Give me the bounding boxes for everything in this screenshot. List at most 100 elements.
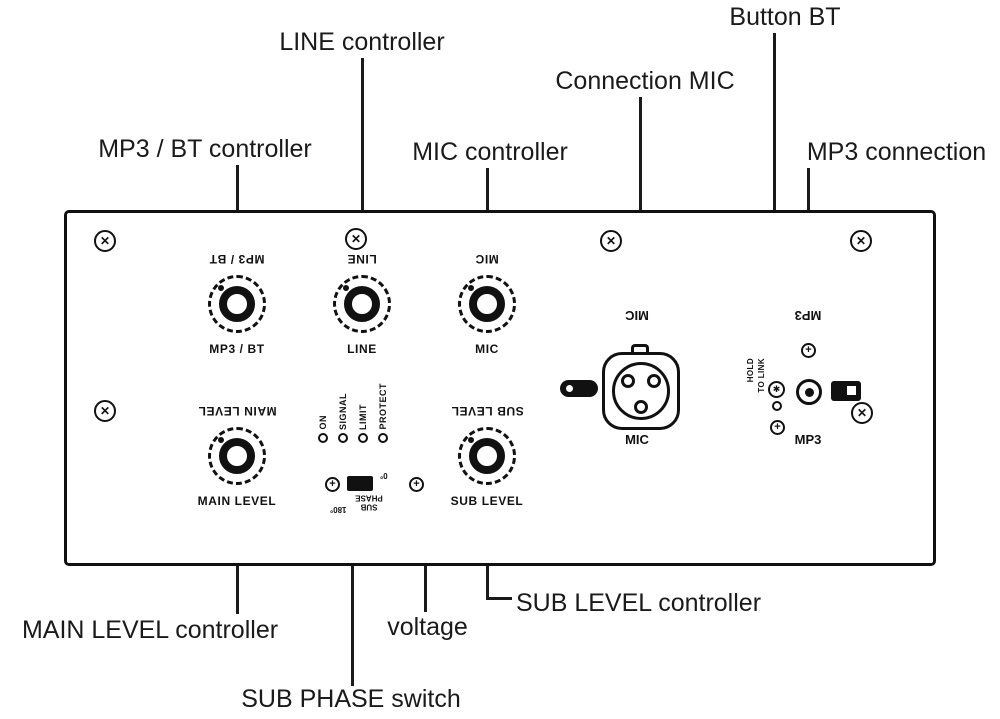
screw-icon: + [325, 477, 340, 492]
screw-icon: ✕ [850, 230, 872, 252]
sub-level-knob-label: SUB LEVEL [450, 494, 524, 508]
mic-connector-label-rotated: MIC [625, 308, 649, 323]
mp3-connection-group: MP3 + HOLD TO LINK ✱ + MP3 [740, 300, 875, 450]
mp3-section-label-rotated: MP3 [794, 308, 822, 323]
xlr-pin-hole [647, 374, 661, 388]
screw-icon: ✕ [600, 230, 622, 252]
mp3-bt-knob-label: MP3 / BT [209, 342, 265, 356]
led-signal: SIGNAL [338, 393, 348, 443]
callout-mp3-connection: MP3 connection [806, 138, 987, 166]
mic-connector-label: MIC [625, 432, 649, 447]
led-protect: PROTECT [378, 383, 388, 443]
knob-pointer-dot [468, 437, 474, 443]
callout-sub-level-controller: SUB LEVEL controller [516, 589, 762, 617]
leader-line-sub-level-h [486, 597, 512, 600]
leader-line-sub-phase [351, 525, 354, 686]
screw-plus-glyph: + [805, 344, 812, 356]
led-indicator-icon [338, 432, 348, 443]
screw-icon: ✕ [851, 402, 873, 424]
mp3-bt-knob-group: MP3 / BT MP3 / BT [177, 252, 297, 356]
knob-core [344, 286, 380, 322]
screw-icon: + [770, 420, 785, 435]
xlr-latch-tab [631, 344, 649, 354]
xlr-pin-hole [621, 374, 635, 388]
line-knob-label: LINE [347, 342, 377, 356]
mp3-bt-knob [208, 275, 266, 333]
mp3-bt-knob-label-rotated: MP3 / BT [209, 252, 265, 266]
usb-port-tongue [847, 386, 856, 395]
screw-plus-glyph: + [774, 421, 781, 433]
main-level-knob [208, 427, 266, 485]
led-indicator-icon [358, 432, 368, 443]
callout-sub-phase-switch: SUB PHASE switch [241, 685, 461, 713]
sub-phase-0deg-label: 0° [380, 471, 388, 481]
callout-connection-mic: Connection MIC [555, 67, 735, 95]
amp-panel-plate [64, 210, 936, 566]
led-on: ON [318, 415, 328, 443]
mic-knob [458, 275, 516, 333]
mic-connector-group: MIC MIC [555, 300, 735, 450]
knob-pointer-dot [218, 437, 224, 443]
screw-x-glyph: ✕ [856, 406, 868, 420]
screw-x-glyph: ✕ [99, 404, 111, 418]
screw-x-glyph: ✕ [350, 232, 362, 246]
mic-knob-label-rotated: MIC [475, 252, 499, 266]
sub-phase-label-line1: SUB [360, 502, 378, 512]
sub-phase-group: + 0° SUB PHASE 180° + [322, 468, 427, 523]
mp3-section-label: MP3 [794, 432, 822, 447]
mp3-aux-jack [796, 379, 822, 405]
sub-phase-180deg-label: 180° [330, 505, 347, 515]
callout-main-level-controller: MAIN LEVEL controller [21, 616, 279, 644]
sub-phase-label-line2: PHASE [355, 493, 383, 503]
to-link-label: TO LINK [757, 358, 766, 393]
led-indicator-icon [378, 432, 388, 443]
mic-knob-group: MIC MIC [427, 252, 547, 356]
callout-voltage: voltage [387, 613, 468, 641]
main-level-knob-label-rotated: MAIN LEVEL [197, 404, 277, 418]
callout-mic-controller: MIC controller [412, 138, 568, 166]
bt-status-led-icon [772, 401, 782, 411]
knob-core [469, 438, 505, 474]
hold-label: HOLD [746, 358, 755, 383]
led-indicator-icon [318, 432, 328, 443]
screw-plus-glyph: + [329, 478, 336, 490]
knob-pointer-dot [218, 285, 224, 291]
knob-pointer-dot [468, 285, 474, 291]
sub-level-knob-label-rotated: SUB LEVEL [450, 404, 524, 418]
screw-icon: + [801, 343, 816, 358]
callout-button-bt: Button BT [729, 3, 841, 31]
line-knob-group: LINE LINE [302, 252, 422, 356]
sub-level-knob [458, 427, 516, 485]
led-limit: LIMIT [358, 404, 368, 443]
main-level-knob-group: MAIN LEVEL MAIN LEVEL [177, 404, 297, 508]
xlr-pin-hole [634, 400, 648, 414]
usb-port [831, 381, 861, 401]
hold-to-link-label: HOLD TO LINK [746, 358, 766, 393]
sub-phase-slide-switch [347, 476, 373, 491]
knob-core [219, 286, 255, 322]
screw-icon: + [409, 477, 424, 492]
screw-icon: ✕ [94, 400, 116, 422]
leader-line-main-level [236, 520, 239, 614]
xlr-connector-face [612, 362, 670, 420]
bt-button: ✱ [768, 381, 785, 398]
bt-button-glyph: ✱ [772, 384, 781, 394]
main-level-knob-label: MAIN LEVEL [197, 494, 277, 508]
led-signal-label: SIGNAL [338, 392, 348, 430]
jack-hole-icon [804, 387, 814, 397]
led-limit-label: LIMIT [358, 403, 368, 430]
led-protect-label: PROTECT [378, 383, 388, 430]
xlr-latch-dot [566, 385, 573, 392]
screw-icon: ✕ [94, 230, 116, 252]
callout-line-controller: LINE controller [279, 28, 445, 56]
sub-phase-label: SUB PHASE [348, 493, 390, 511]
mic-knob-label: MIC [475, 342, 499, 356]
leader-line-button-bt [773, 33, 776, 381]
line-knob-label-rotated: LINE [347, 252, 377, 266]
screw-x-glyph: ✕ [99, 234, 111, 248]
xlr-latch-button [560, 380, 598, 397]
xlr-connector-body [602, 352, 680, 430]
screw-x-glyph: ✕ [855, 234, 867, 248]
knob-core [219, 438, 255, 474]
